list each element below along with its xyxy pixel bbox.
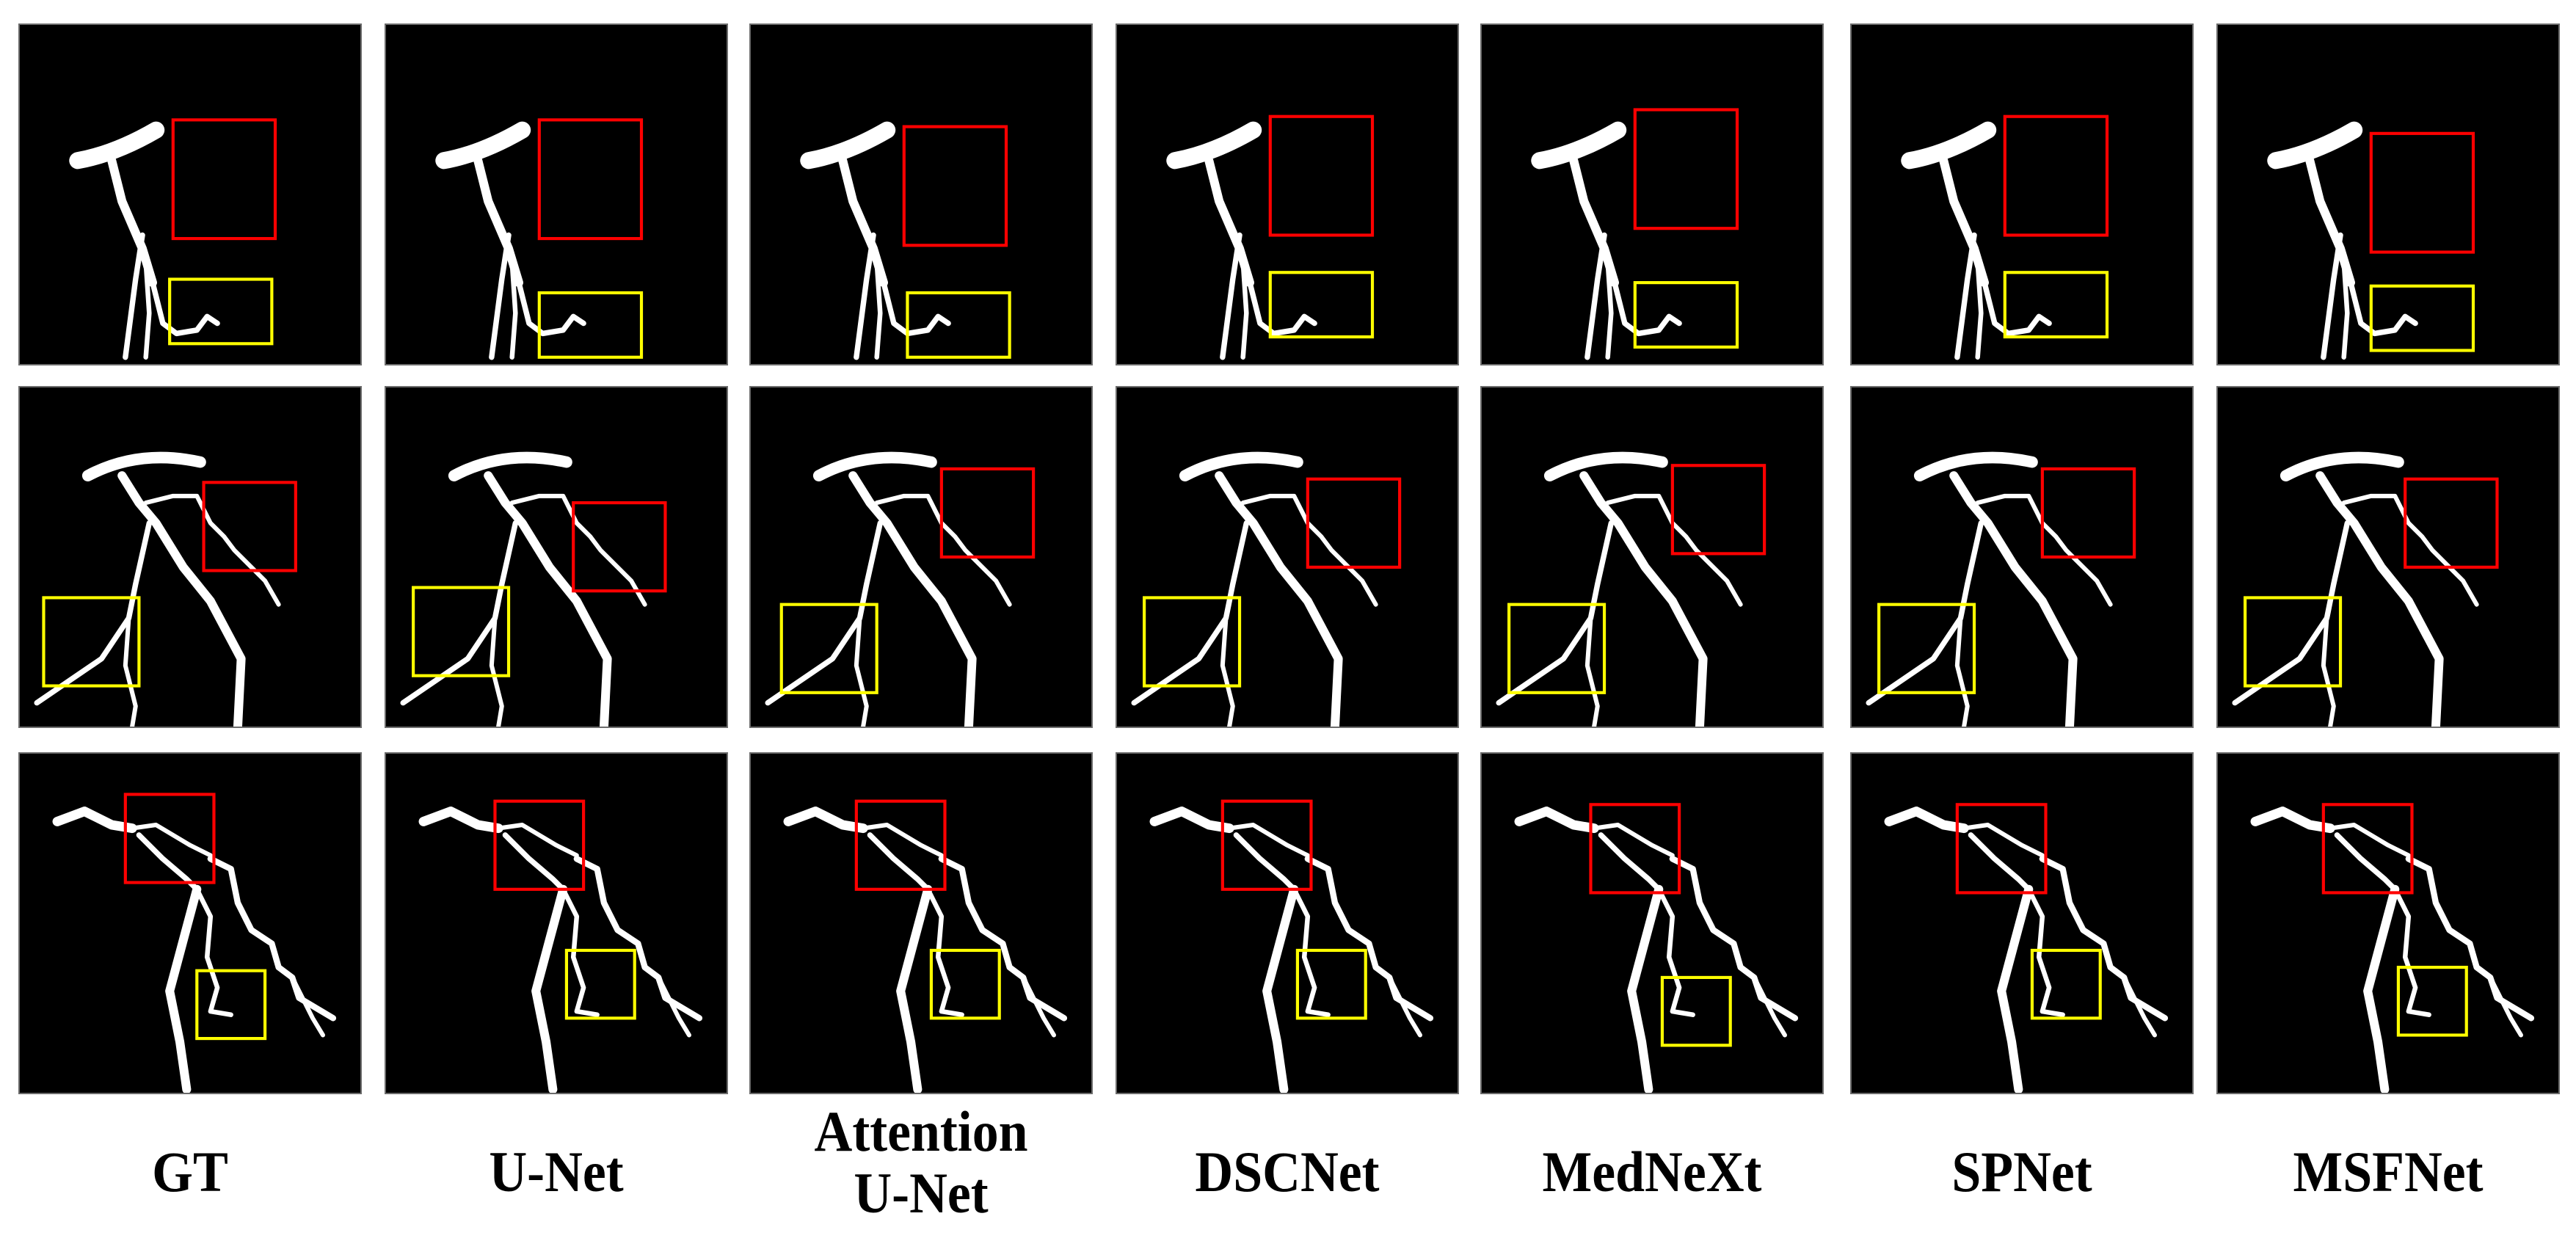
- panel-row3-gt: [20, 754, 360, 1093]
- red-highlight-box: [123, 793, 216, 884]
- red-highlight-box: [202, 481, 297, 572]
- label-line: MSFNet: [2293, 1140, 2484, 1204]
- segmentation-mask: [800, 121, 1011, 360]
- segmentation-mask: [1131, 451, 1402, 727]
- red-highlight-box: [171, 118, 277, 241]
- yellow-highlight-box: [1660, 975, 1732, 1047]
- segmentation-mask: [69, 118, 277, 360]
- segmentation-mask: [1496, 451, 1767, 727]
- panel-row2-attunet: [751, 387, 1091, 727]
- red-highlight-box: [1306, 477, 1402, 569]
- segmentation-mask: [783, 799, 1068, 1093]
- panel-row3-unet: [386, 754, 727, 1093]
- segmentation-mask: [2250, 803, 2535, 1093]
- column-label-dscnet: DSCNet: [1129, 1141, 1446, 1203]
- segmentation-mask: [1531, 108, 1739, 360]
- yellow-highlight-box: [42, 596, 141, 688]
- yellow-highlight-box: [537, 291, 644, 359]
- segmentation-mask: [1901, 114, 2109, 360]
- segmentation-mask: [2232, 451, 2499, 727]
- yellow-highlight-box: [1295, 948, 1367, 1020]
- yellow-highlight-box: [929, 948, 1001, 1020]
- yellow-highlight-box: [195, 969, 267, 1041]
- yellow-highlight-box: [779, 603, 878, 694]
- red-highlight-box: [854, 799, 947, 891]
- red-highlight-box: [2003, 114, 2109, 237]
- yellow-highlight-box: [2369, 284, 2475, 352]
- red-highlight-box: [1955, 803, 2048, 895]
- panel-row1-spnet: [1852, 25, 2192, 364]
- yellow-highlight-box: [1268, 271, 1375, 339]
- red-highlight-box: [2404, 477, 2499, 569]
- panel-row1-attunet: [751, 25, 1091, 364]
- label-line: Attention: [814, 1099, 1028, 1163]
- yellow-highlight-box: [168, 277, 274, 346]
- yellow-highlight-box: [2030, 948, 2102, 1020]
- yellow-highlight-box: [564, 948, 636, 1020]
- segmentation-mask: [1884, 803, 2169, 1093]
- yellow-highlight-box: [1143, 596, 1242, 688]
- column-label-mednext: MedNeXt: [1493, 1141, 1811, 1203]
- segmentation-mask: [400, 451, 667, 727]
- panel-row1-msfnet: [2218, 25, 2558, 364]
- yellow-highlight-box: [1633, 281, 1739, 349]
- red-highlight-box: [2040, 467, 2136, 559]
- red-highlight-box: [572, 501, 667, 593]
- panel-row1-unet: [386, 25, 727, 364]
- panel-row2-spnet: [1852, 387, 2192, 727]
- panel-row2-msfnet: [2218, 387, 2558, 727]
- segmentation-mask: [1866, 451, 2136, 727]
- panel-row1-dscnet: [1117, 25, 1458, 364]
- panel-row3-attunet: [751, 754, 1091, 1093]
- yellow-highlight-box: [2003, 271, 2109, 339]
- panel-row3-dscnet: [1117, 754, 1458, 1093]
- yellow-highlight-box: [1877, 603, 1976, 694]
- red-highlight-box: [1268, 114, 1375, 237]
- segmentation-mask: [1514, 803, 1799, 1093]
- label-line: DSCNet: [1195, 1140, 1380, 1204]
- red-highlight-box: [939, 467, 1036, 559]
- red-highlight-box: [493, 799, 586, 891]
- red-highlight-box: [537, 118, 644, 241]
- panel-row1-mednext: [1482, 25, 1822, 364]
- column-label-spnet: SPNet: [1863, 1141, 2180, 1203]
- panel-row2-gt: [20, 387, 360, 727]
- label-line: U-Net: [854, 1161, 989, 1225]
- yellow-highlight-box: [412, 586, 511, 677]
- red-highlight-box: [2369, 131, 2475, 254]
- label-line: U-Net: [489, 1140, 624, 1204]
- yellow-highlight-box: [1507, 603, 1607, 694]
- label-line: MedNeXt: [1542, 1140, 1762, 1204]
- label-line: GT: [152, 1140, 228, 1204]
- red-highlight-box: [1670, 464, 1767, 556]
- segmentation-mask: [1149, 799, 1434, 1093]
- column-label-unet: U-Net: [398, 1141, 715, 1203]
- panel-row3-spnet: [1852, 754, 2192, 1093]
- yellow-highlight-box: [2396, 965, 2468, 1037]
- panel-row3-mednext: [1482, 754, 1822, 1093]
- segmentation-mask: [418, 799, 703, 1093]
- panel-row1-gt: [20, 25, 360, 364]
- yellow-highlight-box: [2244, 596, 2343, 688]
- red-highlight-box: [2321, 803, 2414, 895]
- column-label-msfnet: MSFNet: [2230, 1141, 2547, 1203]
- panel-row2-mednext: [1482, 387, 1822, 727]
- segmentation-mask: [2267, 121, 2475, 360]
- red-highlight-box: [1220, 799, 1313, 891]
- segmentation-mask: [435, 118, 644, 360]
- segmentation-mask: [34, 451, 297, 727]
- panel-row2-unet: [386, 387, 727, 727]
- segmentation-mask: [52, 793, 337, 1093]
- segmentation-mask: [765, 451, 1036, 727]
- column-label-gt: GT: [32, 1141, 349, 1203]
- label-line: SPNet: [1951, 1140, 2092, 1204]
- segmentation-mask: [1166, 114, 1375, 360]
- red-highlight-box: [1633, 108, 1739, 230]
- red-highlight-box: [1589, 803, 1681, 895]
- panel-row3-msfnet: [2218, 754, 2558, 1093]
- panel-row2-dscnet: [1117, 387, 1458, 727]
- yellow-highlight-box: [906, 291, 1011, 359]
- red-highlight-box: [902, 125, 1008, 247]
